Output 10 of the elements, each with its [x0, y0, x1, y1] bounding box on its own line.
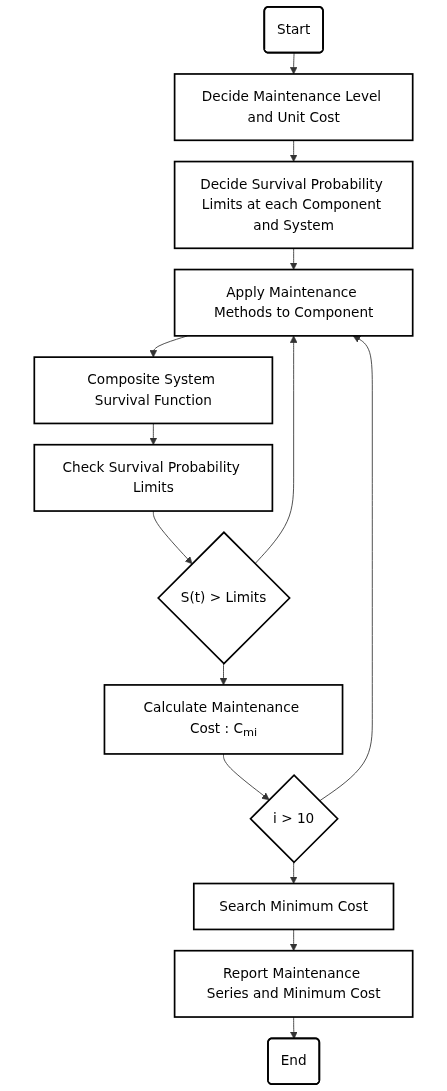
node-diamond: S(t) > Limits	[157, 531, 291, 665]
node-box: Composite System Survival Function	[33, 356, 274, 425]
node-box: Apply Maintenance Methods to Component	[173, 268, 414, 337]
node-box: Check Survival Probability Limits	[33, 443, 274, 512]
node-box: Report Maintenance Series and Minimum Cost	[173, 949, 414, 1018]
node-box: Decide Maintenance Level and Unit Cost	[173, 73, 414, 142]
node-box: Decide Survival Probability Limits at each Component and System	[173, 160, 414, 250]
node-diamond: i > 10	[249, 774, 339, 864]
node-box: Calculate Maintenance Cost : C$_{mi}$	[103, 684, 344, 755]
node-box: Search Minimum Cost	[192, 882, 395, 931]
